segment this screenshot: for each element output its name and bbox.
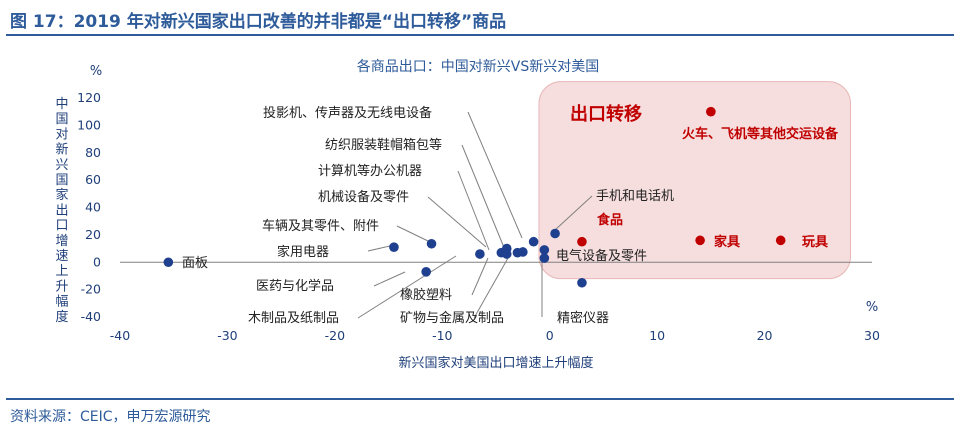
y-tick-label: 0 <box>93 254 101 269</box>
x-tick-label: 20 <box>757 328 773 343</box>
leader-line <box>461 144 506 251</box>
figure-title-bar: 图 17：2019 年对新兴国家出口改善的并非都是“出口转移”商品 <box>6 4 954 36</box>
point-label: 矿物与金属及制品 <box>400 310 504 326</box>
y-tick-label: -40 <box>81 309 101 324</box>
leader-line <box>367 245 391 252</box>
data-point <box>518 247 528 257</box>
leader-line <box>467 111 523 239</box>
data-point <box>421 267 431 277</box>
highlight-point-label: 火车、飞机等其他交运设备 <box>682 126 839 142</box>
leader-line <box>554 195 593 231</box>
data-point <box>528 236 539 247</box>
source-bar: 资料来源：CEIC，申万宏源研究 <box>6 398 954 430</box>
x-tick-label: 0 <box>546 328 554 343</box>
point-label: 手机和电话机 <box>596 189 674 204</box>
highlight-point-label: 食品 <box>597 212 623 228</box>
x-tick-label: 10 <box>649 328 665 343</box>
leader-line <box>373 271 406 287</box>
point-label: 车辆及其零件、附件 <box>262 218 379 234</box>
y-tick-label: 20 <box>85 227 101 242</box>
point-label: 纺织服装鞋帽箱包等 <box>325 137 442 153</box>
leader-line <box>396 225 429 242</box>
leader-line <box>457 170 490 251</box>
y-unit-label: % <box>90 64 102 79</box>
y-tick-label: 100 <box>77 117 101 132</box>
data-point <box>539 253 550 263</box>
point-label: 投影机、传声器及无线电设备 <box>263 105 432 121</box>
highlight-data-point <box>706 106 716 117</box>
y-tick-label: 120 <box>77 90 101 105</box>
x-tick-label: -40 <box>110 328 130 343</box>
figure-title: 图 17：2019 年对新兴国家出口改善的并非都是“出口转移”商品 <box>10 12 507 32</box>
x-tick-label: -20 <box>325 328 345 343</box>
point-label: 电气设备及零件 <box>556 248 647 264</box>
point-label: 医药与化学品 <box>256 278 334 294</box>
point-label: 机械设备及零件 <box>318 189 409 205</box>
x-unit-label: % <box>866 300 878 315</box>
data-point <box>539 245 550 255</box>
y-axis-title: 中国对新兴国家出口增速上升幅度 <box>55 97 68 325</box>
data-point <box>550 228 560 239</box>
y-tick-label: -20 <box>81 282 101 297</box>
highlight-region-label: 出口转移 <box>570 103 642 125</box>
leader-line <box>473 257 509 319</box>
data-point <box>163 257 174 268</box>
x-tick-label: 30 <box>864 328 880 343</box>
x-axis-title: 新兴国家对美国出口增速上升幅度 <box>398 355 593 371</box>
point-label: 精密仪器 <box>557 310 609 326</box>
data-point <box>426 238 437 249</box>
highlight-region <box>538 81 852 280</box>
point-label: 计算机等办公机器 <box>318 163 422 179</box>
highlight-point-label: 家具 <box>714 234 740 250</box>
source-note: 资料来源：CEIC，申万宏源研究 <box>10 409 211 425</box>
x-tick-label: -10 <box>432 328 452 343</box>
point-label: 橡胶塑料 <box>400 287 452 303</box>
y-tick-label: 40 <box>85 200 101 215</box>
data-point <box>501 249 512 259</box>
point-label: 家用电器 <box>277 244 329 260</box>
data-point <box>577 277 587 288</box>
data-point <box>475 249 485 259</box>
highlight-data-point <box>775 235 786 246</box>
chart-title: 各商品出口：中国对新兴VS新兴对美国 <box>357 59 599 75</box>
highlight-data-point <box>695 235 705 246</box>
y-tick-label: 80 <box>85 145 101 160</box>
y-tick-label: 60 <box>85 172 101 187</box>
leader-line <box>427 196 487 248</box>
highlight-data-point <box>577 236 587 247</box>
leader-line <box>471 257 489 296</box>
data-point <box>389 242 399 252</box>
highlight-point-label: 玩具 <box>802 235 828 250</box>
leader-line <box>357 255 457 319</box>
point-label: 面板 <box>182 256 208 271</box>
point-label: 木制品及纸制品 <box>248 311 339 326</box>
x-tick-label: -30 <box>217 328 237 343</box>
